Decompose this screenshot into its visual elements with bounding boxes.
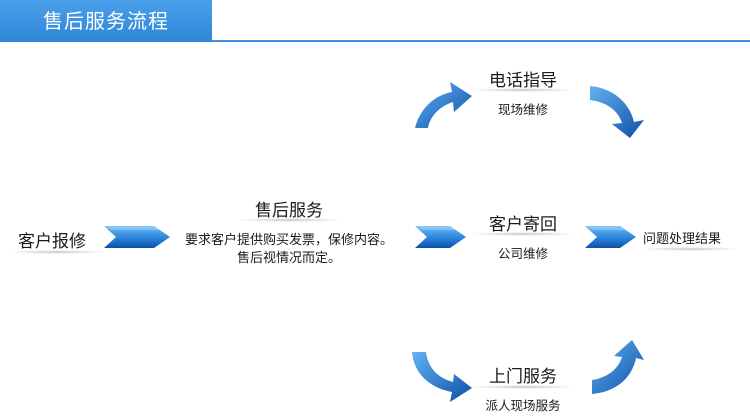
node-result: 问题处理结果: [643, 232, 722, 247]
page-title: 售后服务流程: [0, 0, 212, 42]
title-divider: [212, 40, 750, 42]
node-customer-report: 客户报修: [18, 232, 86, 252]
arrow-service-to-mail: [415, 226, 466, 248]
curved-arrow-from-phone: [590, 86, 644, 138]
arrow-mail-to-result: [585, 226, 636, 248]
node-service-desc-1: 要求客户提供购买发票，保修内容。: [184, 233, 394, 248]
shadow-onsite: [468, 385, 578, 389]
node-service-title: 售后服务: [255, 201, 323, 221]
curved-arrow-to-phone: [415, 82, 472, 128]
node-mail-sub: 公司维修: [497, 246, 549, 261]
node-onsite-title: 上门服务: [489, 367, 557, 387]
shadow-report: [8, 250, 108, 254]
shadow-mail: [468, 232, 578, 236]
shadow-service: [235, 218, 345, 222]
shadow-result: [640, 247, 740, 251]
node-onsite-sub: 派人现场服务: [485, 398, 561, 413]
curved-arrow-from-onsite: [592, 340, 644, 394]
node-phone-title: 电话指导: [489, 71, 557, 91]
shadow-phone: [468, 88, 578, 92]
node-service-desc-2: 售后视情况而定。: [236, 251, 342, 266]
node-phone-sub: 现场维修: [497, 102, 549, 117]
curved-arrow-to-onsite: [412, 352, 472, 402]
arrow-report-to-service: [104, 226, 170, 248]
node-mail-title: 客户寄回: [489, 215, 557, 235]
